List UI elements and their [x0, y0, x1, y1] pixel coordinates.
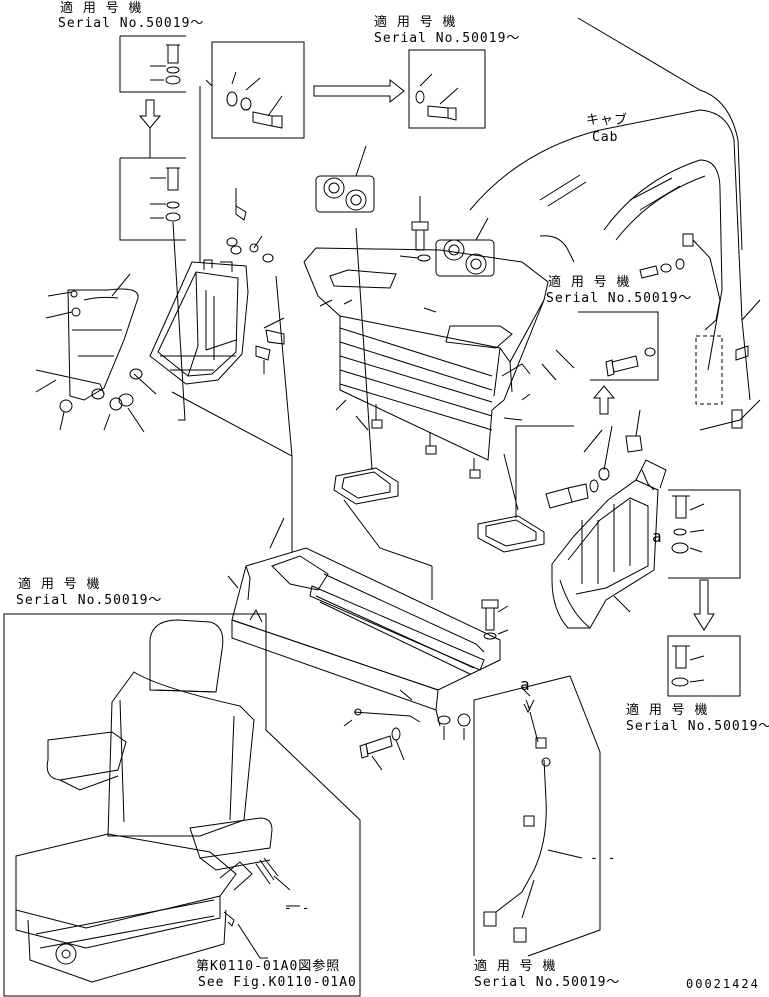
serial-label-jp-top-center: 適 用 号 機	[374, 15, 457, 30]
see-figure-label-jp: 第K0110-01A0図参照	[196, 959, 341, 974]
floor-duct-fasteners	[343, 599, 509, 771]
leader-lines-center	[275, 227, 575, 600]
seat-inset	[3, 613, 361, 997]
duct-frame-left	[333, 467, 433, 567]
serial-label-en-bottom: Serial No.50019～	[474, 975, 621, 990]
rear-panel	[303, 247, 549, 479]
arrow-down-icon	[693, 579, 715, 631]
inset-box-right-bottom	[667, 635, 741, 697]
serial-label-en-right-lower: Serial No.50019～	[626, 719, 769, 734]
right-side-cover	[551, 459, 667, 629]
blower-unit-1	[315, 145, 375, 213]
inset-box-right-mid	[515, 409, 643, 518]
serial-label-en-seat: Serial No.50019～	[16, 593, 163, 608]
leader-lines-misc	[286, 429, 655, 907]
left-side-cover	[35, 273, 157, 433]
inset-box-top-right	[408, 49, 486, 129]
arrow-up-icon	[138, 99, 162, 158]
blower-unit-2	[435, 217, 495, 277]
duct-frame-right	[477, 453, 545, 553]
left-bracket	[149, 79, 293, 552]
arrow-up-right-icon	[592, 385, 616, 415]
cab-outline	[469, 17, 761, 431]
inset-box-top-left	[119, 35, 186, 93]
serial-label-jp-seat: 適 用 号 機	[18, 577, 101, 592]
cab-label-en: Cab	[592, 130, 619, 145]
serial-label-jp-top-left: 適 用 号 機	[60, 1, 143, 16]
harness-inset	[473, 675, 601, 957]
see-figure-label-en: See Fig.K0110-01A0	[198, 975, 357, 990]
reference-mark-a-right: a	[652, 527, 663, 546]
serial-label-en-top-center: Serial No.50019～	[374, 31, 521, 46]
arrow-right-icon	[313, 78, 405, 104]
inset-box-top-center	[211, 41, 305, 139]
bolt-center-top	[399, 196, 431, 262]
serial-label-en-right-upper: Serial No.50019～	[546, 291, 693, 306]
harness-part-dashes: - -	[590, 851, 617, 866]
serial-label-jp-right-lower: 適 用 号 機	[626, 703, 709, 718]
reference-mark-a-harness: a	[520, 675, 531, 694]
serial-label-en-top-left: Serial No.50019～	[58, 16, 205, 31]
seat-part-dashes: - -	[284, 901, 311, 916]
serial-label-jp-bottom: 適 用 号 機	[474, 959, 557, 974]
inset-box-right-upper	[578, 258, 685, 381]
inset-box-right-lower	[668, 489, 741, 579]
drawing-number: 00021424	[686, 977, 760, 991]
cab-label-jp: キャブ	[586, 113, 629, 128]
inset-box-mid-left	[119, 157, 186, 421]
serial-label-jp-right-upper: 適 用 号 機	[548, 275, 631, 290]
floor-duct	[227, 517, 501, 727]
